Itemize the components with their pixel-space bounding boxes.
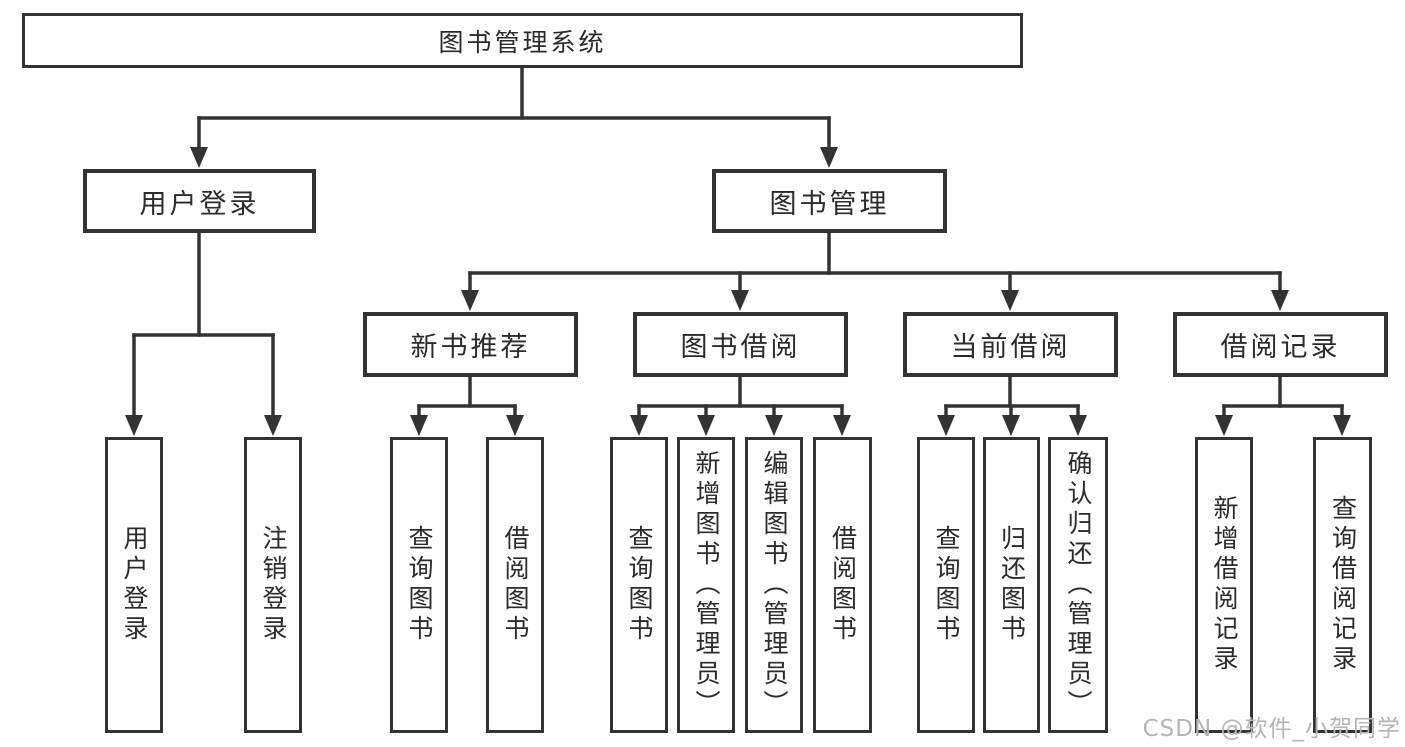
node-logout: 注销登录 <box>244 437 302 733</box>
node-borrow-book-rec: 借阅图书 <box>486 437 544 733</box>
arrowhead-icon <box>125 415 143 436</box>
arrowhead-icon <box>1001 290 1019 311</box>
node-borrow-book-leaf: 借阅图书 <box>813 437 872 733</box>
node-add-book-admin: 新增图书（管理员） <box>677 437 735 733</box>
node-edit-book-admin: 编辑图书（管理员） <box>745 437 803 733</box>
node-query-book-borrow: 查询图书 <box>610 437 668 733</box>
node-book-management: 图书管理 <box>712 169 947 233</box>
arrowhead-icon <box>1215 415 1233 436</box>
node-query-book-rec: 查询图书 <box>390 437 448 733</box>
arrowhead-icon <box>1271 290 1289 311</box>
node-borrowing-records: 借阅记录 <box>1173 312 1388 377</box>
arrowhead-icon <box>1069 415 1087 436</box>
node-confirm-return-admin: 确认归还（管理员） <box>1048 437 1108 733</box>
arrowhead-icon <box>833 415 851 436</box>
arrowhead-icon <box>820 147 838 168</box>
arrowhead-icon <box>264 415 282 436</box>
arrowhead-icon <box>630 415 648 436</box>
node-root: 图书管理系统 <box>22 13 1023 68</box>
arrowhead-icon <box>697 415 715 436</box>
node-query-borrow-record: 查询借阅记录 <box>1313 437 1372 733</box>
arrowhead-icon <box>1002 415 1020 436</box>
node-return-book: 归还图书 <box>983 437 1040 733</box>
node-query-book-current: 查询图书 <box>917 437 975 733</box>
node-current-borrowing: 当前借阅 <box>903 312 1118 377</box>
node-add-borrow-record: 新增借阅记录 <box>1195 437 1253 733</box>
arrowhead-icon <box>410 415 428 436</box>
arrowhead-icon <box>765 415 783 436</box>
arrowhead-icon <box>190 147 208 168</box>
node-new-book-recommend: 新书推荐 <box>363 312 578 377</box>
arrowhead-icon <box>506 415 524 436</box>
arrowhead-icon <box>461 290 479 311</box>
arrowhead-icon <box>731 290 749 311</box>
arrowhead-icon <box>1333 415 1351 436</box>
node-user-login-leaf: 用户登录 <box>105 437 163 733</box>
node-user-login-branch: 用户登录 <box>83 169 316 233</box>
node-book-borrowing: 图书借阅 <box>633 312 848 377</box>
arrowhead-icon <box>937 415 955 436</box>
